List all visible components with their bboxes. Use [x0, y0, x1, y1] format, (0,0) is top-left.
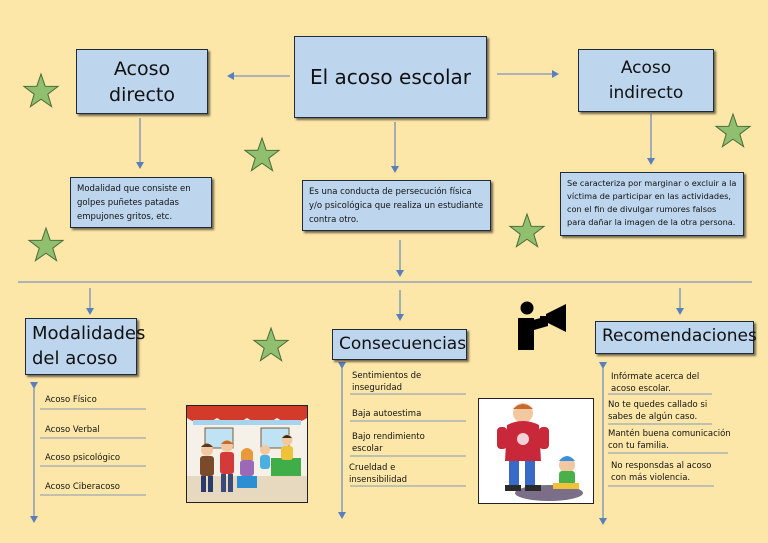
right-title: Acoso indirecto — [608, 57, 684, 103]
list-item: Acoso psicológico — [45, 453, 121, 463]
left-description: Modalidad que consiste en golpes puñetes… — [77, 184, 191, 222]
list-item: Acoso Verbal — [45, 425, 100, 435]
list-item: Mantén buena comunicación con tu familia… — [608, 429, 731, 451]
star-icon — [508, 212, 546, 248]
star-icon — [22, 72, 60, 108]
consecuencias-title-box: Consecuencias — [332, 329, 467, 360]
modalidades-title-box: Modalidades del acoso — [25, 318, 145, 375]
right-description-box: Se caracteriza por marginar o excluir a … — [560, 172, 744, 236]
bullying-illustration — [478, 398, 594, 504]
megaphone-person-icon — [518, 301, 566, 350]
consecuencias-title: Consecuencias — [339, 334, 467, 354]
left-description-box: Modalidad que consiste en golpes puñetes… — [70, 177, 212, 228]
center-title-box: El acoso escolar — [294, 36, 487, 118]
list-item: Infórmate acerca del acoso escolar. — [611, 372, 700, 394]
list-item: Acoso Físico — [45, 395, 97, 405]
star-icon — [252, 326, 290, 362]
list-item: Crueldad e insensibilidad — [349, 463, 408, 485]
list-item: Bajo rendimiento escolar — [352, 432, 425, 454]
classroom-drawing — [187, 406, 307, 502]
right-description: Se caracteriza por marginar o excluir a … — [567, 178, 737, 227]
modalidades-title: Modalidades del acoso — [32, 323, 146, 369]
right-title-box: Acoso indirecto — [578, 49, 714, 112]
star-icon — [27, 226, 65, 262]
list-item: No responsdas al acoso con más violencia… — [611, 461, 712, 483]
center-description: Es una conducta de persecución física y/… — [309, 187, 484, 225]
left-title: Acoso directo — [109, 57, 175, 106]
left-title-box: Acoso directo — [76, 49, 208, 114]
bullying-drawing — [479, 399, 593, 503]
star-icon — [243, 136, 281, 172]
star-icon — [714, 112, 752, 148]
list-item: Sentimientos de inseguridad — [352, 371, 422, 393]
recomendaciones-title: Recomendaciones — [602, 326, 757, 346]
list-item: Baja autoestima — [352, 409, 422, 419]
recomendaciones-title-box: Recomendaciones — [595, 321, 757, 354]
list-item: Acoso Ciberacoso — [45, 482, 120, 492]
center-description-box: Es una conducta de persecución física y/… — [302, 180, 491, 231]
center-title: El acoso escolar — [309, 65, 472, 89]
list-item: No te quedes callado si sabes de algún c… — [608, 400, 708, 422]
classroom-illustration — [186, 405, 308, 503]
